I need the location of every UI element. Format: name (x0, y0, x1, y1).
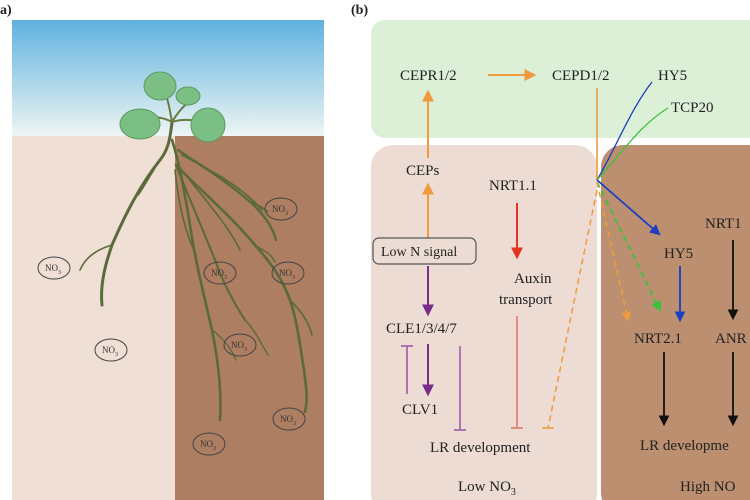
svg-text:NO3: NO3 (45, 263, 61, 276)
leaf-3 (119, 108, 161, 140)
nrt11-label: NRT1.1 (489, 178, 537, 194)
high-no3-label: High NO (680, 479, 736, 495)
nitrate-marker: NO3 (271, 261, 305, 285)
arrow-to-hy5 (596, 179, 661, 236)
lr-dev-low-label: LR development (430, 440, 531, 456)
nitrate-marker: NO3 (94, 338, 128, 362)
leaf-4 (190, 107, 226, 143)
nitrate-markers: NO3 NO3 NO3 NO3 NO3 NO3 (37, 197, 306, 456)
dashed-arrow-orange-nrt21 (596, 181, 632, 322)
nitrate-marker: NO3 (272, 407, 306, 431)
clv1-label: CLV1 (402, 402, 438, 418)
low-n-signal-label: Low N signal (381, 245, 457, 260)
dashed-cepd-inhibit-lr (547, 189, 598, 429)
svg-text:NO3: NO3 (279, 268, 295, 281)
cle-label: CLE1/3/4/7 (386, 321, 457, 337)
auxin-label-2: transport (499, 292, 553, 308)
anr-label: ANR (715, 331, 747, 347)
nitrate-marker: NO3 (264, 197, 298, 221)
tcp20-label: TCP20 (671, 100, 714, 116)
line-tcp20-to-cepd (596, 107, 669, 181)
plant-shoot (119, 71, 226, 143)
cepd-label: CEPD1/2 (552, 68, 610, 84)
auxin-label-1: Auxin (514, 271, 552, 287)
ceps-label: CEPs (406, 163, 440, 179)
leaf-1 (143, 71, 177, 101)
soil-light (12, 136, 175, 500)
svg-text:NO3: NO3 (102, 345, 118, 358)
panel-a-label: a) (0, 3, 12, 18)
nitrate-marker: NO3 (192, 432, 226, 456)
plant-roots (79, 120, 313, 422)
panel-a: a) (0, 3, 324, 500)
line-hy5-to-cepd (596, 81, 653, 181)
panel-b-label: (b) (351, 3, 368, 18)
hy5-right-label: HY5 (664, 246, 693, 262)
svg-text:NO3: NO3 (272, 204, 288, 217)
cepr-label: CEPR1/2 (400, 68, 457, 84)
svg-text:NO3: NO3 (231, 340, 247, 353)
hy5-top-label: HY5 (658, 68, 687, 84)
lr-dev-high-label: LR developme (640, 438, 729, 454)
low-no3-label: Low NO3 (458, 479, 516, 498)
svg-text:NO3: NO3 (211, 268, 227, 281)
nrt21-label: NRT2.1 (634, 331, 682, 347)
leaf-2 (175, 86, 201, 106)
low-n-signal-box (372, 237, 477, 265)
svg-text:NO3: NO3 (280, 414, 296, 427)
shoot-panel (371, 20, 750, 138)
svg-text:NO3: NO3 (200, 439, 216, 452)
high-nitrate-panel (601, 145, 750, 500)
dashed-arrow-green-nrt21 (596, 181, 662, 312)
nitrate-marker: NO3 (203, 261, 237, 285)
nitrate-marker: NO3 (37, 256, 71, 280)
nitrate-marker: NO3 (223, 333, 257, 357)
panel-b: (b) CEPR1/2 CEPD1/2 HY5 TCP20 CEPs NRT1.… (351, 3, 750, 500)
nrt1-right-label: NRT1 (705, 216, 742, 232)
